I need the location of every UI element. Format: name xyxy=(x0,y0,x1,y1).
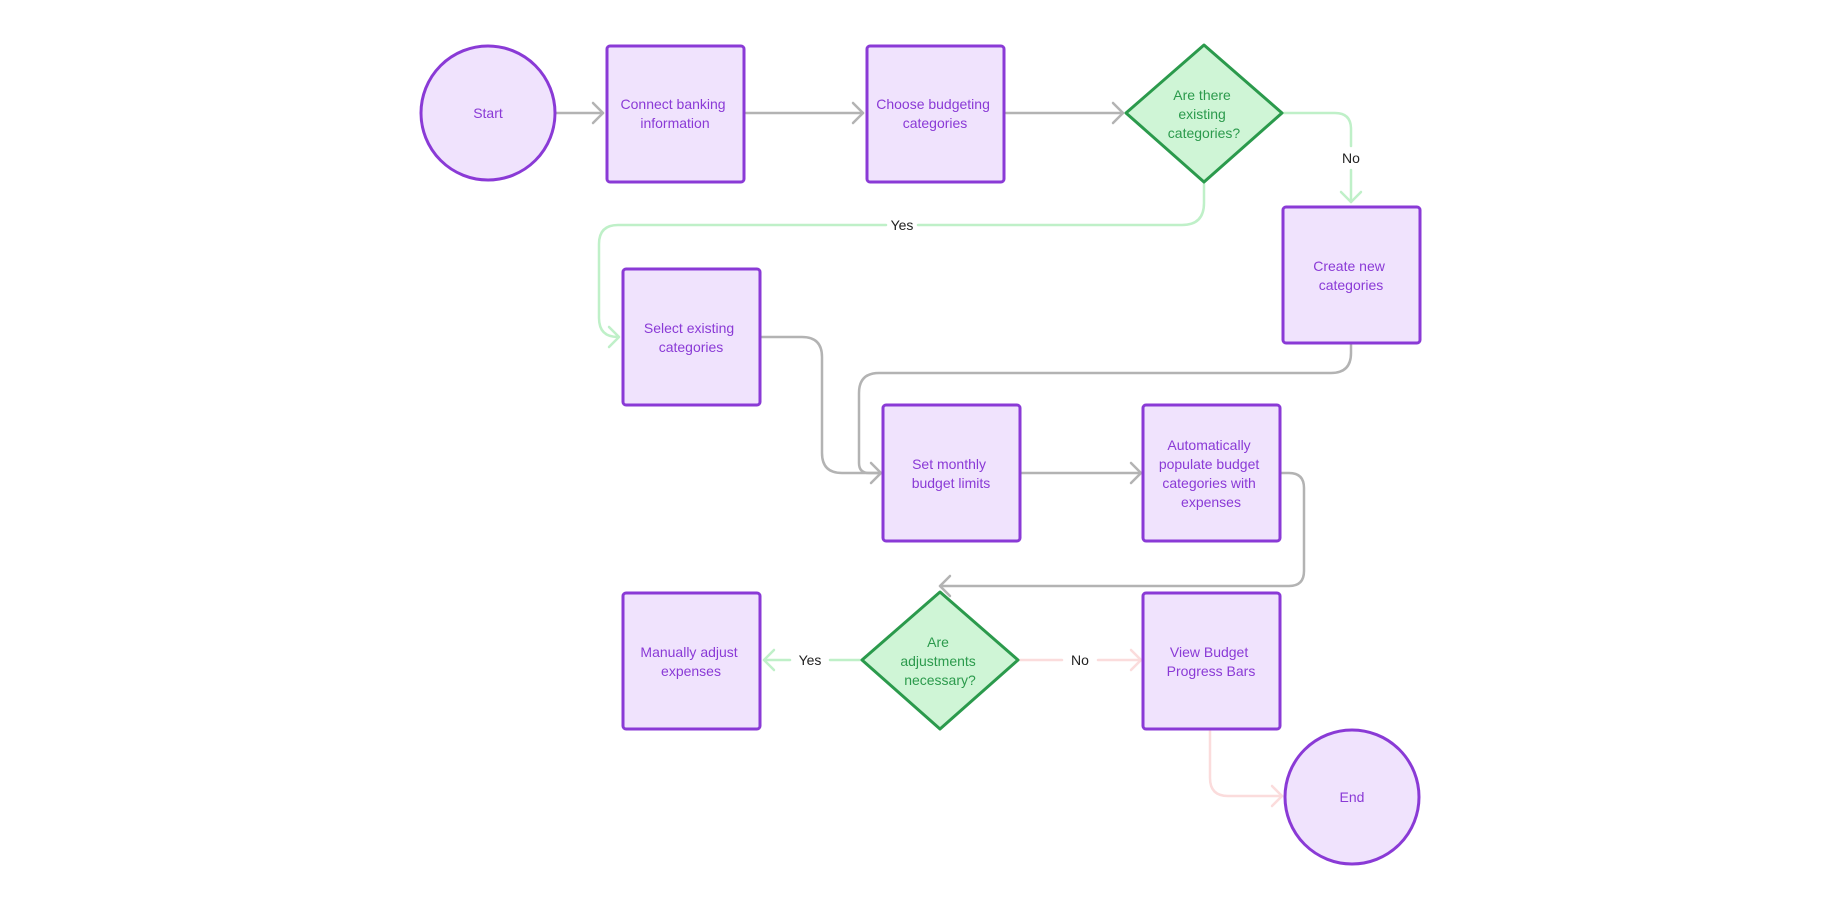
edge-labels: No Yes Yes No xyxy=(799,150,1361,668)
node-connect-banking[interactable]: Connect banking information xyxy=(605,44,746,184)
node-set-limits-label: Set monthly budget limits xyxy=(912,456,991,491)
node-select-categories[interactable]: Select existing categories xyxy=(621,267,762,407)
node-create-categories-label: Create new categories xyxy=(1313,258,1388,293)
edge-label-yes-adjust: Yes xyxy=(799,652,822,668)
edge-connect-choose xyxy=(744,101,865,125)
node-create-categories[interactable]: Create new categories xyxy=(1281,205,1422,345)
edges xyxy=(546,101,1363,808)
edge-label-no-adjust: No xyxy=(1071,652,1089,668)
edge-choose-existing xyxy=(1004,101,1125,125)
node-existing-decision-label: Are there existing categories? xyxy=(1168,87,1241,141)
node-existing-decision[interactable]: Are there existing categories? xyxy=(1124,43,1284,184)
edge-auto-adjust xyxy=(938,471,1306,598)
edge-adjust-progress-no xyxy=(1018,648,1143,672)
node-start[interactable]: Start xyxy=(419,44,557,182)
edge-label-yes-existing: Yes xyxy=(891,217,914,233)
edge-label-no-existing: No xyxy=(1342,150,1360,166)
edge-progress-end xyxy=(1208,728,1284,808)
edge-start-connect xyxy=(546,101,605,125)
node-progress-bars[interactable]: View Budget Progress Bars xyxy=(1141,591,1282,731)
edge-create-setlimits xyxy=(857,342,1353,475)
node-set-limits[interactable]: Set monthly budget limits xyxy=(881,403,1022,543)
node-select-categories-label: Select existing categories xyxy=(644,320,738,355)
edge-existing-select-yes xyxy=(597,182,1206,349)
node-end[interactable]: End xyxy=(1283,728,1421,866)
nodes: Start Connect banking information Choose… xyxy=(419,43,1422,866)
node-progress-bars-label: View Budget Progress Bars xyxy=(1167,644,1256,679)
node-manual-adjust[interactable]: Manually adjust expenses xyxy=(621,591,762,731)
edge-select-setlimits xyxy=(759,335,883,485)
edge-adjust-manual-yes xyxy=(762,648,862,672)
node-choose-budgeting-label: Choose budgeting categories xyxy=(876,96,994,131)
node-adjust-decision-label: Are adjustments necessary? xyxy=(900,634,979,688)
node-adjust-decision[interactable]: Are adjustments necessary? xyxy=(860,590,1020,731)
node-manual-adjust-label: Manually adjust expenses xyxy=(640,644,741,679)
node-choose-budgeting[interactable]: Choose budgeting categories xyxy=(865,44,1006,184)
edge-setlimits-auto xyxy=(1018,461,1143,485)
node-end-label: End xyxy=(1340,789,1365,805)
node-auto-populate[interactable]: Automatically populate budget categories… xyxy=(1141,403,1282,543)
edge-existing-create-no xyxy=(1282,111,1363,204)
node-auto-populate-label: Automatically populate budget categories… xyxy=(1159,437,1263,510)
node-connect-banking-label: Connect banking information xyxy=(621,96,730,131)
node-start-label: Start xyxy=(473,105,503,121)
